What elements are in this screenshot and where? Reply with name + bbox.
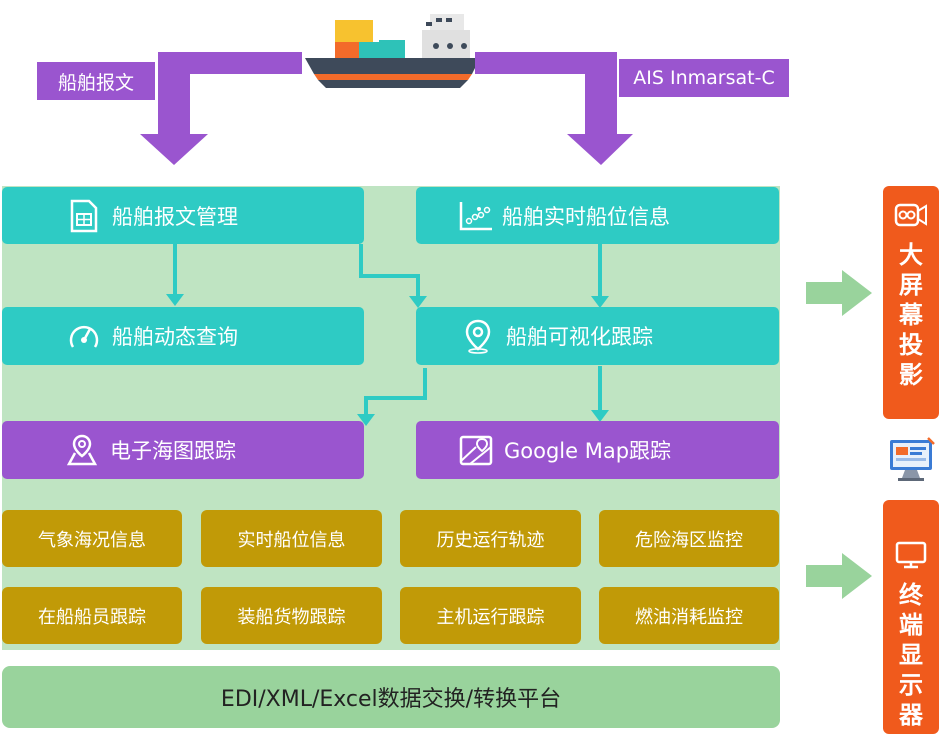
feature-crew-tracking: 在船船员跟踪: [2, 587, 182, 644]
dynamic-query-label: 船舶动态查询: [112, 325, 238, 349]
spreadsheet-document-icon: [66, 198, 102, 234]
system-panel: [2, 186, 780, 650]
ais-inmarsat-label: AIS Inmarsat-C: [619, 59, 789, 97]
map-pin-icon: [64, 432, 100, 468]
location-pin-icon: [460, 318, 496, 354]
message-management-label: 船舶报文管理: [112, 204, 238, 229]
feature-cargo-tracking: 装船货物跟踪: [201, 587, 382, 644]
data-exchange-platform: EDI/XML/Excel数据交换/转换平台: [2, 666, 780, 728]
gauge-icon: [66, 318, 102, 354]
realtime-position-box: 船舶实时船位信息: [416, 187, 779, 244]
dynamic-query-box: 船舶动态查询: [2, 307, 364, 365]
visual-tracking-label: 船舶可视化跟踪: [506, 325, 653, 349]
output-arrow-bottom: [806, 553, 872, 599]
monitor-icon: [894, 540, 928, 570]
scatter-chart-icon: [458, 198, 494, 234]
cargo-ship-icon: [300, 4, 485, 90]
feature-fuel-monitoring: 燃油消耗监控: [599, 587, 779, 644]
ship-message-label: 船舶报文: [37, 62, 155, 100]
computer-screen-icon: [888, 436, 936, 486]
terminal-display-output: 终端显示器: [883, 500, 939, 734]
chart-tracking-box: 电子海图跟踪: [2, 421, 364, 479]
google-map-tracking-box: Google Map跟踪: [416, 421, 779, 479]
feature-realtime-position: 实时船位信息: [201, 510, 382, 567]
realtime-position-label: 船舶实时船位信息: [502, 204, 670, 229]
feature-danger-zone: 危险海区监控: [599, 510, 779, 567]
big-screen-label: 大屏幕投影: [899, 241, 923, 389]
output-arrow-top: [806, 270, 872, 316]
feature-engine-tracking: 主机运行跟踪: [400, 587, 581, 644]
chart-tracking-label: 电子海图跟踪: [110, 439, 236, 463]
right-input-arrow: [475, 52, 633, 165]
terminal-display-label: 终端显示器: [899, 581, 923, 729]
feature-history-track: 历史运行轨迹: [400, 510, 581, 567]
message-management-box: 船舶报文管理: [2, 187, 364, 244]
google-map-tracking-label: Google Map跟踪: [504, 439, 672, 463]
folded-map-icon: [458, 432, 494, 468]
big-screen-output: 大屏幕投影: [883, 186, 939, 419]
feature-weather: 气象海况信息: [2, 510, 182, 567]
video-camera-icon: [893, 200, 929, 230]
visual-tracking-box: 船舶可视化跟踪: [416, 307, 779, 365]
left-input-arrow: [140, 52, 302, 165]
